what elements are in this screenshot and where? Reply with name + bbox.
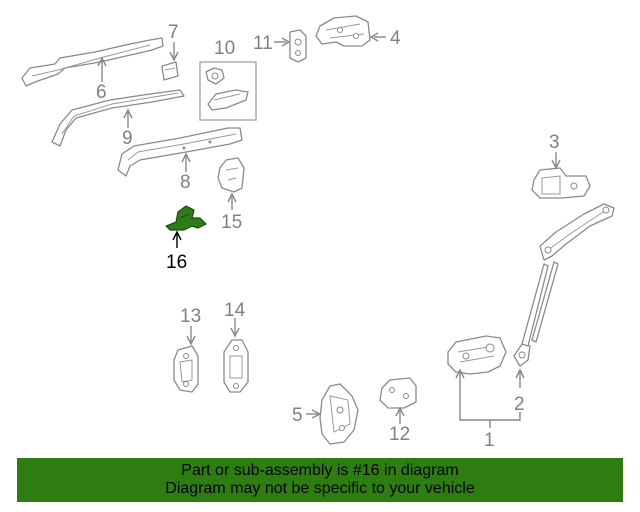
part-9-rail[interactable] <box>51 89 185 147</box>
info-banner: Part or sub-assembly is #16 in diagram D… <box>17 458 623 502</box>
callout-4[interactable]: 4 <box>390 28 401 49</box>
arrow-15 <box>227 192 237 203</box>
callout-5[interactable]: 5 <box>292 405 303 426</box>
callout-7[interactable]: 7 <box>168 22 179 43</box>
arrow-14 <box>230 327 240 338</box>
part-2-strut[interactable] <box>513 261 559 367</box>
arrow-9 <box>123 108 133 119</box>
part-3-hinge[interactable] <box>531 167 591 199</box>
callout-11[interactable]: 11 <box>253 33 273 54</box>
part-10-box <box>199 61 257 121</box>
part-8-rail[interactable] <box>117 127 243 177</box>
arrow-2 <box>515 368 525 379</box>
callout-2[interactable]: 2 <box>514 394 525 415</box>
arrow-13 <box>186 335 196 346</box>
arrow-1 <box>455 368 465 379</box>
parts-diagram: 6 7 10 11 4 9 <box>21 15 615 451</box>
banner-line-disclaimer: Diagram may not be specific to your vehi… <box>165 480 475 497</box>
leader-bracket-1 <box>459 372 521 421</box>
part-5-hinge[interactable] <box>319 383 359 445</box>
upper-linkage[interactable] <box>539 203 615 261</box>
arrow-11 <box>281 37 291 47</box>
arrow-3 <box>551 159 561 170</box>
part-11-bracket[interactable] <box>289 29 307 63</box>
callout-8[interactable]: 8 <box>180 172 191 193</box>
part-1-motor-assembly[interactable] <box>447 335 507 375</box>
arrow-7 <box>169 51 179 62</box>
arrow-6 <box>97 56 107 67</box>
callout-1[interactable]: 1 <box>484 430 495 451</box>
callout-6[interactable]: 6 <box>96 82 107 103</box>
part-7-clip[interactable] <box>161 61 179 81</box>
callout-10[interactable]: 10 <box>214 38 235 59</box>
callout-14[interactable]: 14 <box>224 300 246 321</box>
arrow-4 <box>369 32 379 42</box>
part-16-highlighted[interactable] <box>165 205 207 231</box>
part-10-clips[interactable] <box>205 67 249 111</box>
callout-16[interactable]: 16 <box>166 252 187 273</box>
part-12-bracket[interactable] <box>379 377 417 409</box>
part-13-gasket[interactable] <box>173 345 199 393</box>
arrow-12 <box>395 406 405 417</box>
arrow-8 <box>181 152 191 163</box>
callout-3[interactable]: 3 <box>549 132 560 153</box>
part-14-gasket[interactable] <box>223 339 249 393</box>
callout-12[interactable]: 12 <box>389 424 410 445</box>
arrow-16 <box>172 230 182 241</box>
callout-13[interactable]: 13 <box>180 306 201 327</box>
arrow-5 <box>311 409 322 419</box>
callout-9[interactable]: 9 <box>122 128 133 149</box>
banner-line-part-info: Part or sub-assembly is #16 in diagram <box>181 462 459 479</box>
part-15-trim[interactable] <box>217 157 245 193</box>
part-6-rail[interactable] <box>21 37 164 87</box>
part-4-bracket[interactable] <box>315 15 371 47</box>
callout-15[interactable]: 15 <box>221 212 242 233</box>
